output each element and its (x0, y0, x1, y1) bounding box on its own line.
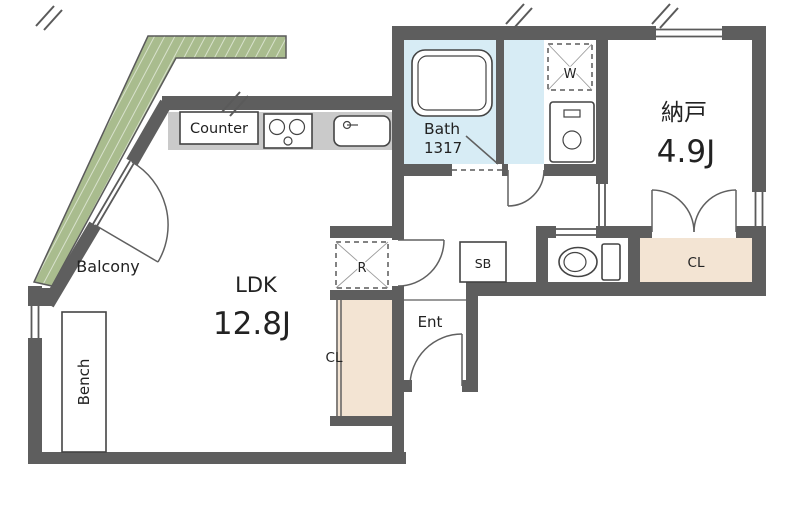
labels: LDK 12.8J 納戸 4.9J Bath 1317 Balcony Coun… (75, 66, 715, 406)
counter-label-box (179, 111, 259, 145)
wall (596, 226, 652, 238)
washbasin-tap (563, 109, 581, 118)
wall (536, 226, 556, 238)
stove-burner (268, 118, 286, 136)
washbasin-icon (549, 101, 595, 163)
sink-icon (333, 115, 391, 147)
entrance-door-arc (409, 333, 463, 387)
wall (544, 164, 608, 176)
toilet-tank (601, 243, 621, 281)
storage-room-label: 納戸 (661, 100, 707, 126)
bath-door-leaf (465, 135, 499, 165)
wall (28, 452, 406, 464)
balcony-door-arc (131, 161, 169, 263)
toilet-seat (563, 251, 587, 273)
windows (28, 26, 766, 338)
washbasin-bowl (562, 130, 582, 150)
break-mark (505, 3, 525, 25)
refrigerator-space-box (335, 241, 389, 289)
window-right (752, 192, 766, 226)
diagonal-wall (126, 99, 172, 166)
break-mark (651, 3, 671, 25)
balcony-door-line (92, 160, 131, 225)
wall (596, 26, 608, 184)
wall (736, 226, 752, 238)
window-nando-top (656, 26, 722, 40)
wall (628, 238, 640, 282)
break-mark (221, 91, 241, 113)
wall (466, 282, 766, 296)
bench (61, 311, 107, 453)
stove-burner (283, 136, 293, 146)
wall (462, 380, 478, 392)
wall (496, 40, 504, 164)
bathtub-icon (411, 49, 493, 117)
closet-entry-label: CL (688, 255, 705, 271)
break-mark (43, 9, 63, 31)
stove-burner (288, 118, 306, 136)
ldk-size-label: 12.8J (213, 306, 291, 342)
diagonal-wall (42, 221, 101, 308)
wall (392, 26, 656, 40)
balcony-door-leaf (94, 224, 159, 263)
storage-size-label: 4.9J (657, 134, 715, 170)
washer-label: W (564, 67, 577, 82)
window-left (28, 306, 42, 338)
shoe-box-label: SB (475, 256, 492, 271)
counter-label: Counter (190, 121, 248, 137)
bench-label: Bench (75, 359, 93, 406)
wall (162, 96, 392, 110)
ldk-label: LDK (235, 273, 278, 297)
wall (330, 416, 394, 426)
nando-sliding-door (596, 184, 608, 226)
washroom-door-arc (507, 169, 545, 207)
bath-size-label: 1317 (424, 139, 462, 157)
wall (752, 226, 766, 296)
doors (94, 135, 737, 416)
wall (536, 238, 548, 282)
break-mark (513, 7, 533, 29)
bathtub-inner (417, 55, 487, 111)
refrigerator-cross-line (335, 241, 389, 289)
walls (28, 26, 766, 464)
boundary-break-marks (35, 3, 679, 117)
balcony-label: Balcony (76, 257, 139, 276)
break-mark (35, 5, 55, 27)
wall (466, 282, 478, 392)
wall (752, 26, 766, 192)
entrance-label: Ent (418, 313, 443, 331)
break-mark (229, 95, 249, 117)
washer-cross-line (547, 43, 593, 91)
wall (392, 286, 404, 452)
closet-ldk-label: CL (326, 350, 343, 366)
closet-entry-floor (640, 238, 752, 282)
washer-space-box (547, 43, 593, 91)
wall (392, 164, 452, 176)
break-mark (659, 7, 679, 29)
wall (502, 164, 508, 176)
balcony (32, 35, 287, 287)
closet-ldk-floor (336, 300, 392, 416)
washroom-floor (504, 40, 544, 164)
wall (330, 226, 394, 238)
hall-door-arc (397, 239, 445, 287)
wall (28, 338, 42, 464)
balcony-deck (32, 35, 287, 287)
toilet-icon (558, 246, 598, 278)
wall (392, 26, 404, 240)
nando-closet-door-arc (651, 189, 695, 233)
bath-label: Bath (424, 120, 460, 138)
balcony-door-line (96, 162, 135, 227)
fixtures (61, 43, 621, 453)
refrigerator-label: R (357, 261, 366, 276)
shoe-box (459, 241, 507, 283)
nando-closet-door-arc (693, 189, 737, 233)
wall (330, 290, 394, 300)
